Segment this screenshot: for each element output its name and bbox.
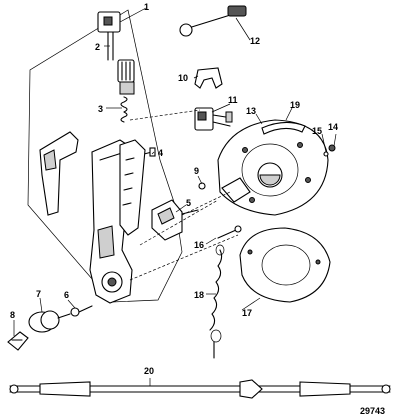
- part-16-screw: [217, 225, 242, 239]
- part-3-spring: [120, 96, 128, 123]
- handle-insert: [119, 139, 146, 236]
- callout-12: 12: [250, 36, 260, 46]
- callout-10: 10: [178, 73, 188, 83]
- part-2-plug: [117, 59, 135, 95]
- callout-17: 17: [242, 308, 252, 318]
- callout-19: 19: [290, 100, 300, 110]
- callout-8: 8: [10, 310, 15, 320]
- part-12-harness: [179, 5, 247, 37]
- callout-4: 4: [158, 148, 163, 158]
- callout-9: 9: [194, 166, 199, 176]
- part-6-screw: [70, 305, 93, 317]
- part-17-cover: [239, 227, 331, 303]
- callout-3: 3: [98, 104, 103, 114]
- callout-5: 5: [186, 198, 191, 208]
- part-9-screw: [198, 182, 206, 190]
- part-7-knob: [28, 310, 71, 333]
- callout-14: 14: [328, 122, 338, 132]
- part-10-clip: [194, 67, 223, 89]
- part-13-housing: [217, 119, 329, 216]
- handle-grip-cover: [39, 131, 79, 216]
- part-20-cable: [9, 379, 391, 399]
- callout-13: 13: [246, 106, 256, 116]
- part-15-washer: [323, 151, 329, 157]
- callout-2: 2: [95, 42, 100, 52]
- callout-15: 15: [312, 126, 322, 136]
- part-14-nut: [328, 144, 336, 152]
- part-19-strip: [261, 121, 306, 135]
- part-1-switch-connector: [97, 11, 121, 61]
- callout-7: 7: [36, 289, 41, 299]
- callout-11: 11: [228, 95, 238, 105]
- part-11-switch: [194, 107, 233, 131]
- callout-16: 16: [194, 240, 204, 250]
- callout-18: 18: [194, 290, 204, 300]
- callout-6: 6: [64, 290, 69, 300]
- part-8-cap: [7, 331, 29, 351]
- figure-number: 29743: [360, 406, 385, 416]
- callout-1: 1: [144, 2, 149, 12]
- assembly-boundary: [27, 9, 183, 303]
- callout-20: 20: [144, 366, 154, 376]
- part-5-bracket: [151, 199, 199, 241]
- part-18-lanyard: [209, 244, 225, 359]
